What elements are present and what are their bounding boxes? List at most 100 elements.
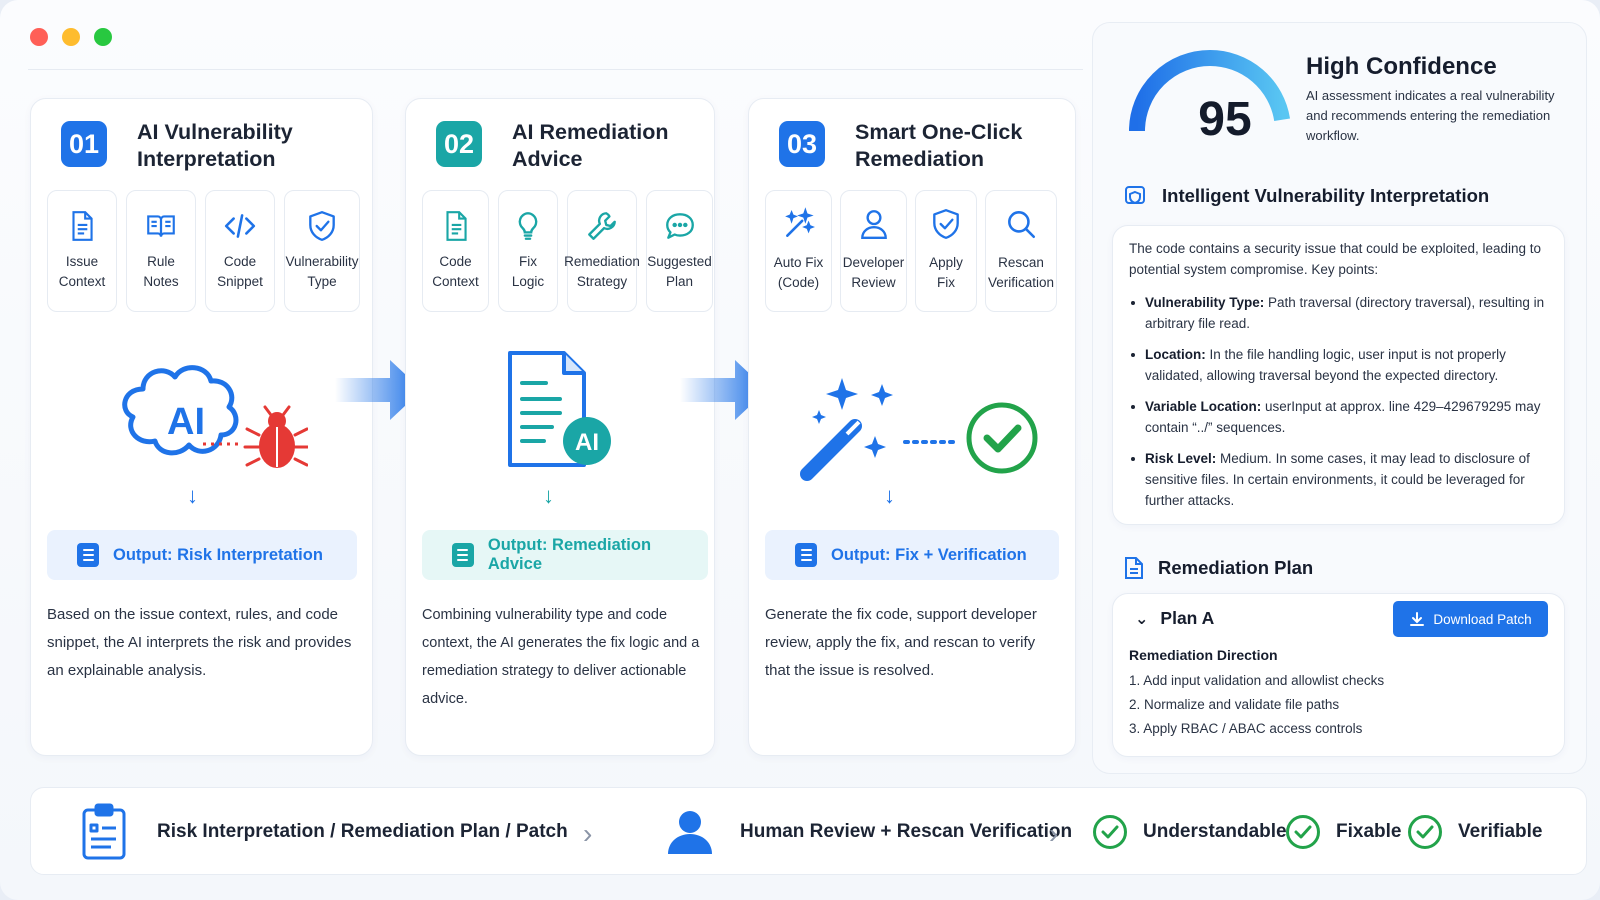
step-description: Based on the issue context, rules, and c… <box>47 606 352 679</box>
download-icon <box>1410 612 1425 626</box>
check-circle-icon <box>966 402 1038 474</box>
download-patch-button[interactable]: Download Patch <box>1393 601 1548 637</box>
close-window-button[interactable] <box>30 28 48 46</box>
step-number-badge: 03 <box>779 121 825 167</box>
header-divider <box>28 69 1083 70</box>
bug-icon <box>243 405 308 468</box>
svg-text:AI: AI <box>167 401 205 443</box>
step-number-badge: 01 <box>61 121 107 167</box>
minimize-window-button[interactable] <box>62 28 80 46</box>
search-icon <box>1008 211 1036 239</box>
chip-apply-fix[interactable]: Apply Fix <box>915 190 977 312</box>
step-card-3: 03 Smart One-Click Remediation Auto Fix … <box>748 98 1076 756</box>
output-document-icon <box>452 543 474 567</box>
chip-issue-context[interactable]: Issue Context <box>47 190 117 312</box>
step-card-1: 01 AI Vulnerability Interpretation Issue… <box>30 98 373 756</box>
step-card-2: 02 AI Remediation Advice Code Context Fi… <box>405 98 715 756</box>
outcome-understandable: Understandable <box>1093 788 1287 876</box>
check-circle-icon <box>1093 815 1127 849</box>
svg-text:AI: AI <box>575 429 599 456</box>
input-chips: Auto Fix (Code) Developer Review Apply F… <box>765 190 1057 312</box>
remediation-direction-list: 1. Add input validation and allowlist ch… <box>1129 669 1384 741</box>
list-item: Variable Location: userInput at approx. … <box>1129 396 1554 438</box>
output-document-icon <box>77 543 99 567</box>
lightbulb-icon <box>518 212 538 240</box>
document-icon <box>445 211 467 241</box>
interpretation-card: The code contains a security issue that … <box>1112 225 1565 525</box>
check-circle-icon <box>1408 815 1442 849</box>
maximize-window-button[interactable] <box>94 28 112 46</box>
ai-document-illustration: AI <box>508 351 611 467</box>
check-circle-icon <box>1286 815 1320 849</box>
arrow-down-icon: ↓ <box>543 483 554 508</box>
step-number-badge: 02 <box>436 121 482 167</box>
deliverables-item: Risk Interpretation / Remediation Plan /… <box>81 788 568 876</box>
chip-rescan-verification[interactable]: Rescan Verification <box>985 190 1057 312</box>
confidence-gauge <box>1129 50 1291 132</box>
chip-suggested-plan[interactable]: Suggested Plan <box>646 190 713 312</box>
list-item: Vulnerability Type: Path traversal (dire… <box>1129 292 1554 334</box>
outcome-verifiable: Verifiable <box>1408 788 1543 876</box>
step-title: Smart One-Click Remediation <box>855 120 1023 171</box>
confidence-score: 95 <box>1198 93 1252 146</box>
review-item: Human Review + Rescan Verification <box>666 788 1072 876</box>
magic-wand-icon <box>784 207 815 237</box>
arrow-down-icon: ↓ <box>884 483 895 508</box>
list-item: Location: In the file handling logic, us… <box>1129 344 1554 386</box>
remediation-direction-title: Remediation Direction <box>1129 647 1278 663</box>
confidence-description: AI assessment indicates a real vulnerabi… <box>1306 88 1555 143</box>
interpretation-intro: The code contains a security issue that … <box>1129 241 1542 277</box>
chip-rule-notes[interactable]: Rule Notes <box>126 190 196 312</box>
flow-arrow-icon <box>335 360 422 420</box>
chip-remediation-strategy[interactable]: Remediation Strategy <box>564 190 640 312</box>
wand-check-illustration <box>800 378 1038 481</box>
plan-a-toggle[interactable]: ⌄ Plan A <box>1135 608 1215 628</box>
shield-icon <box>309 211 335 241</box>
step-title: AI Remediation Advice <box>512 120 669 171</box>
list-item: Risk Level: Medium. In some cases, it ma… <box>1129 448 1554 511</box>
output-risk-interpretation: Output: Risk Interpretation <box>47 530 357 580</box>
ai-brain-bug-illustration: AI <box>122 365 308 468</box>
step-description: Combining vulnerability type and code co… <box>422 607 700 707</box>
output-fix-verification: Output: Fix + Verification <box>765 530 1059 580</box>
code-icon <box>224 214 256 238</box>
user-icon <box>668 811 712 854</box>
book-icon <box>147 215 175 237</box>
output-document-icon <box>795 543 817 567</box>
step-description: Generate the fix code, support developer… <box>765 606 1037 679</box>
document-icon <box>1125 557 1143 579</box>
chat-icon <box>665 213 694 239</box>
chip-auto-fix[interactable]: Auto Fix (Code) <box>765 190 832 312</box>
ai-badge-icon <box>563 417 611 465</box>
chip-code-snippet[interactable]: Code Snippet <box>205 190 275 312</box>
chip-fix-logic[interactable]: Fix Logic <box>498 190 558 312</box>
list-item: 2. Normalize and validate file paths <box>1129 697 1340 712</box>
interpretation-points: Vulnerability Type: Path traversal (dire… <box>1129 292 1554 521</box>
user-icon <box>860 210 887 239</box>
chevron-down-icon: ⌄ <box>1135 610 1149 628</box>
chevron-right-icon: › <box>1049 818 1059 849</box>
document-icon <box>72 211 93 241</box>
chip-developer-review[interactable]: Developer Review <box>840 190 907 312</box>
confidence-title: High Confidence <box>1306 53 1497 80</box>
interpretation-section-title: Intelligent Vulnerability Interpretation <box>1124 184 1489 208</box>
list-item: 3. Apply RBAC / ABAC access controls <box>1129 721 1363 736</box>
outcome-fixable: Fixable <box>1286 788 1401 876</box>
scan-shield-icon <box>1125 186 1145 205</box>
input-chips: Code Context Fix Logic Remediation Strat… <box>422 190 713 312</box>
wrench-icon <box>588 212 616 240</box>
step-title: AI Vulnerability Interpretation <box>137 120 293 171</box>
window-controls <box>30 28 112 46</box>
summary-bar: Risk Interpretation / Remediation Plan /… <box>30 787 1587 875</box>
clipboard-icon <box>82 803 126 860</box>
arrow-down-icon: ↓ <box>187 483 198 508</box>
plan-card: ⌄ Plan A Download Patch Remediation Dire… <box>1112 593 1565 757</box>
chevron-right-icon: › <box>583 818 593 849</box>
shield-check-icon <box>933 209 959 239</box>
chip-code-context[interactable]: Code Context <box>422 190 489 312</box>
list-item: 1. Add input validation and allowlist ch… <box>1129 673 1385 688</box>
flow-arrow-icon <box>680 360 767 420</box>
chip-vulnerability-type[interactable]: Vulnerability Type <box>284 190 360 312</box>
magic-wand-icon <box>800 378 893 481</box>
